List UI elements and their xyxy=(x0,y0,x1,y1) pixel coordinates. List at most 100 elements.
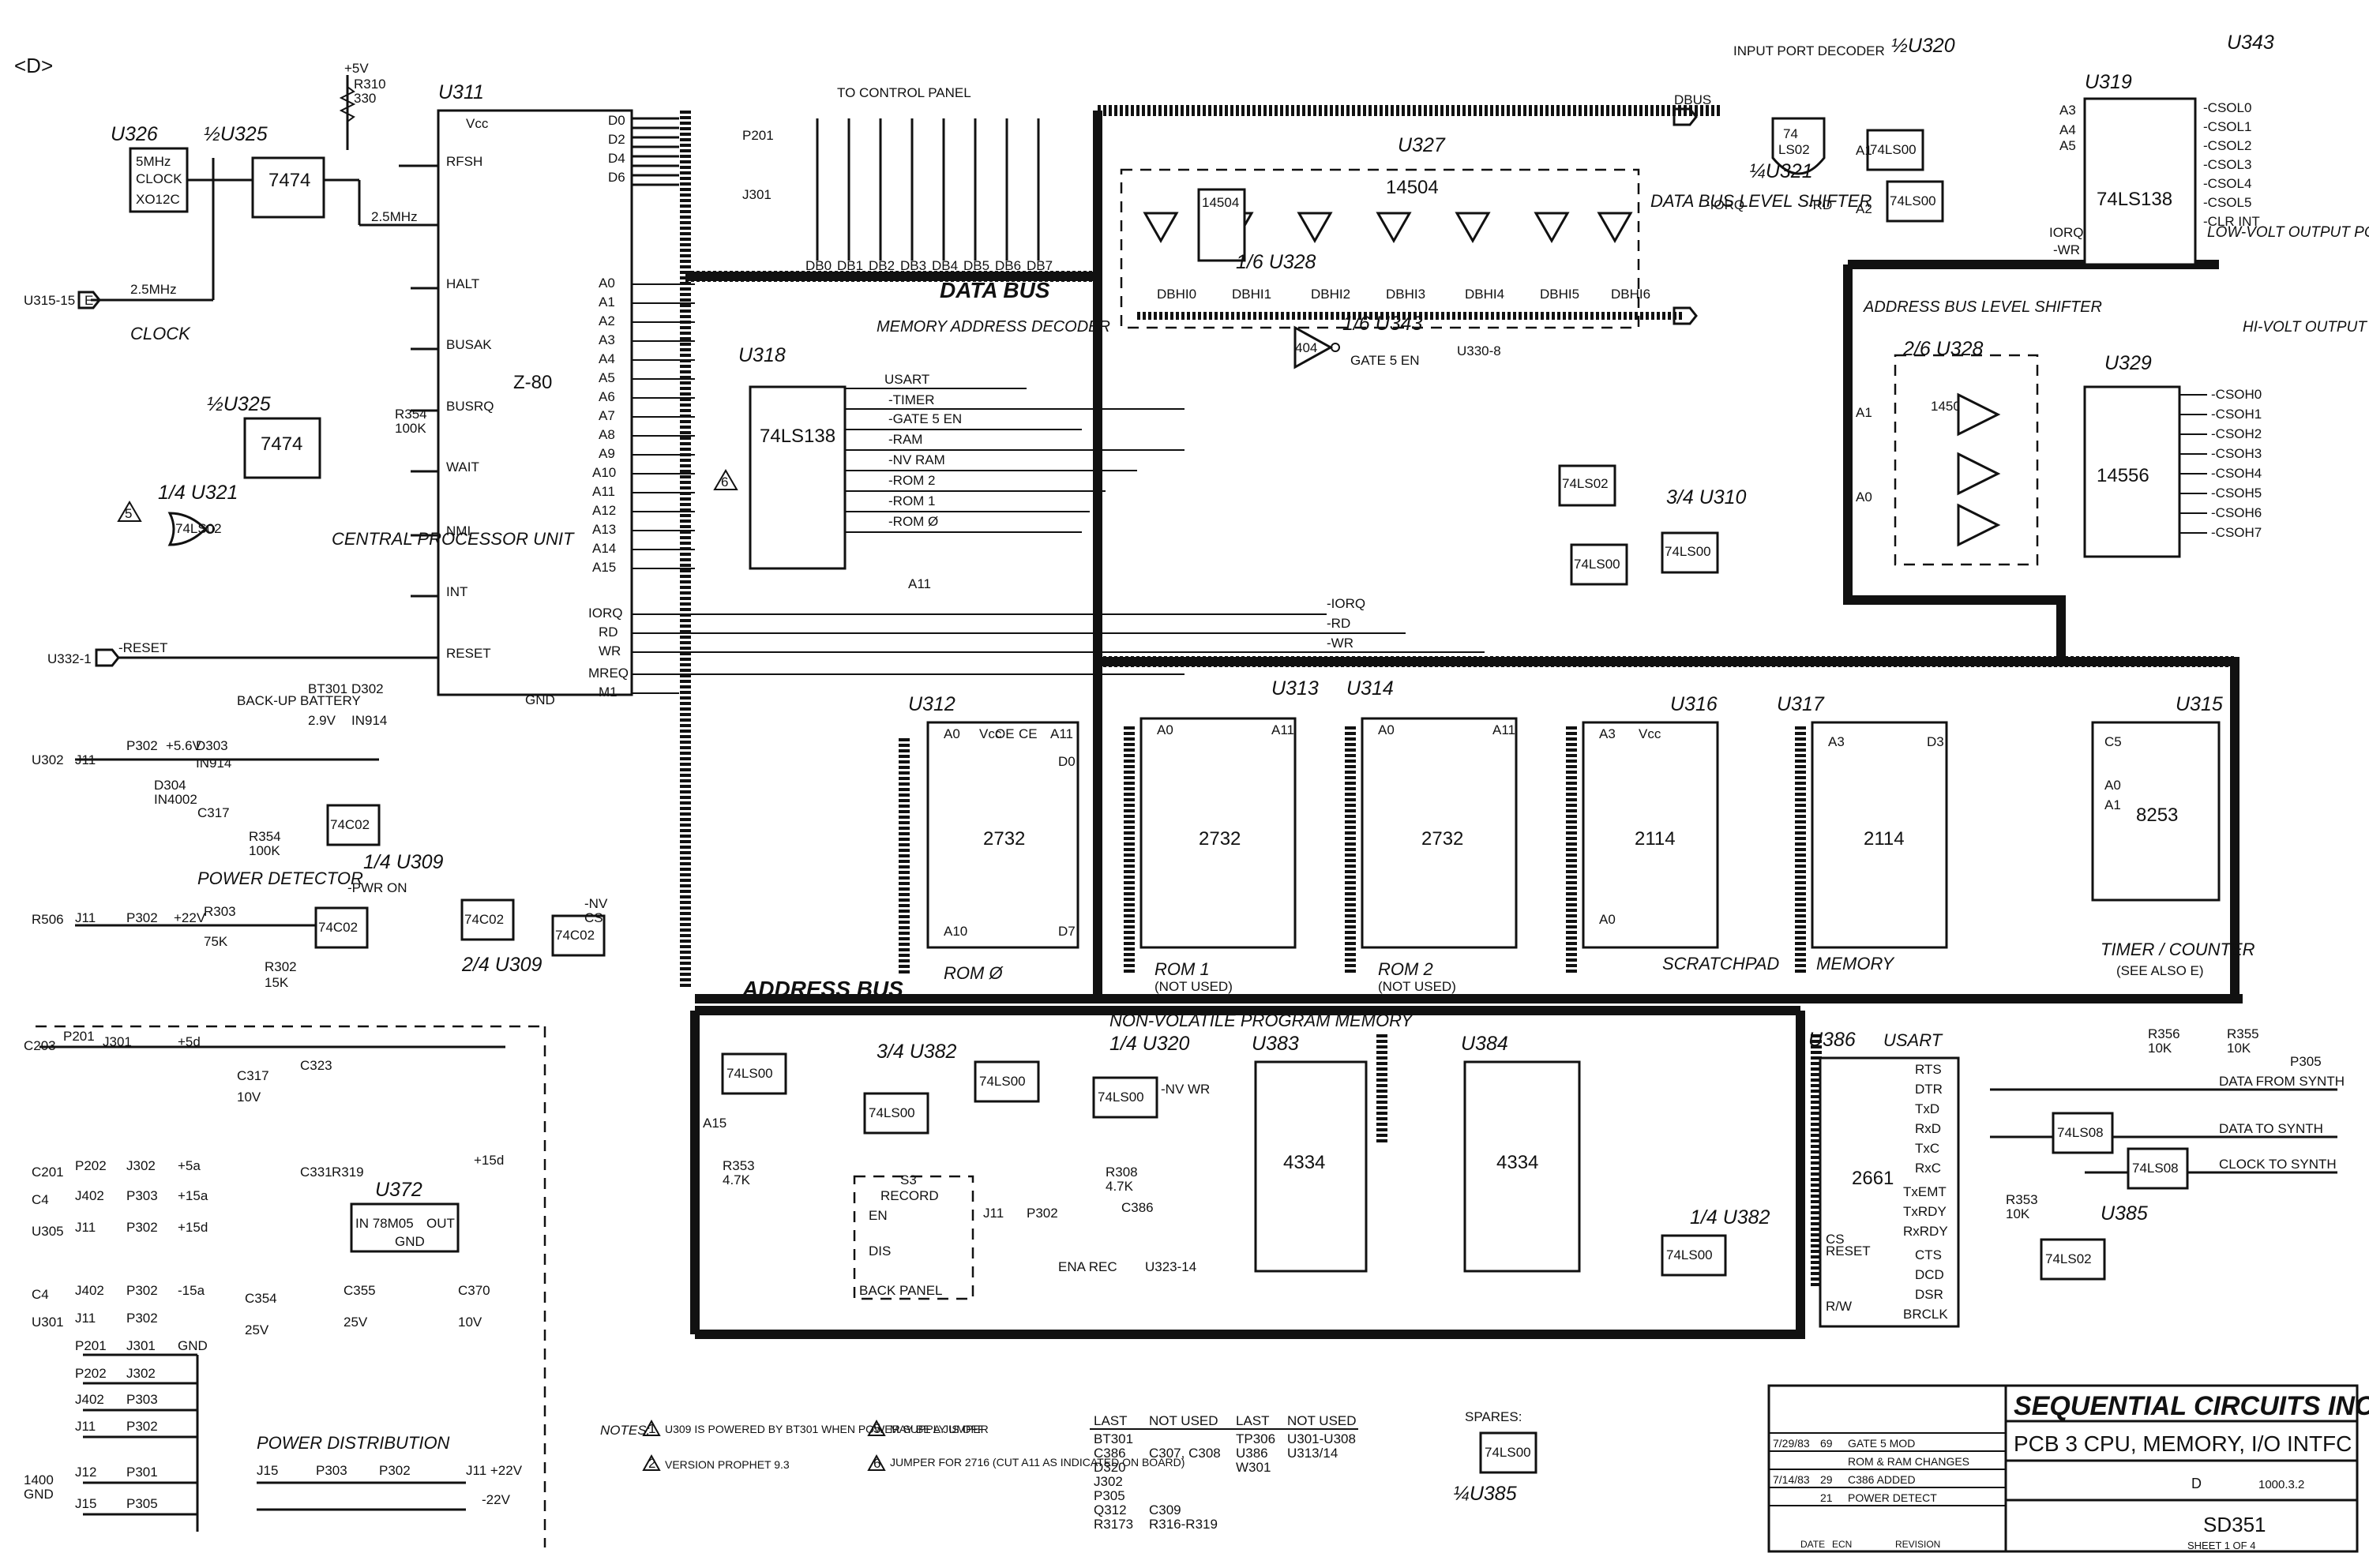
svg-text:4.7K: 4.7K xyxy=(723,1172,751,1187)
svg-text:U318: U318 xyxy=(738,344,786,366)
svg-text:U326: U326 xyxy=(111,123,158,145)
svg-text:CE: CE xyxy=(1019,726,1038,741)
svg-text:EN: EN xyxy=(869,1208,888,1223)
svg-text:-ROM 2: -ROM 2 xyxy=(888,473,936,488)
svg-text:R308: R308 xyxy=(1106,1165,1138,1180)
svg-text:A3: A3 xyxy=(1599,726,1616,741)
svg-text:ECN: ECN xyxy=(1832,1539,1852,1550)
svg-text:U330-8: U330-8 xyxy=(1457,343,1501,358)
svg-text:U372: U372 xyxy=(375,1179,422,1201)
svg-text:-RD: -RD xyxy=(1808,197,1832,212)
low-volt-label: LOW-VOLT OUTPUT PORT DECODER xyxy=(2207,224,2369,241)
svg-text:-NV: -NV xyxy=(584,896,608,911)
svg-text:A3: A3 xyxy=(599,332,615,347)
svg-text:1/4 U320: 1/4 U320 xyxy=(1109,1033,1190,1055)
flipflop-1 xyxy=(251,156,325,219)
input-port-decoder: INPUT PORT DECODER 74 LS02 ¼U321 -IORQ -… xyxy=(1706,32,2369,266)
svg-text:ROM & RAM CHANGES: ROM & RAM CHANGES xyxy=(1848,1455,1969,1468)
svg-text:A9: A9 xyxy=(599,446,615,461)
svg-text:1: 1 xyxy=(648,1421,655,1436)
svg-text:7474: 7474 xyxy=(268,170,310,191)
svg-text:RESET: RESET xyxy=(446,646,491,661)
svg-text:A0: A0 xyxy=(2104,778,2121,793)
svg-text:(SEE ALSO E): (SEE ALSO E) xyxy=(2116,963,2204,978)
svg-text:USART: USART xyxy=(1883,1030,1943,1050)
svg-text:-PWR ON: -PWR ON xyxy=(347,880,407,895)
svg-text:TxD: TxD xyxy=(1915,1101,1939,1116)
clock-label: CLOCK xyxy=(130,324,191,343)
svg-text:P201: P201 xyxy=(75,1338,107,1353)
svg-text:-RD: -RD xyxy=(1327,616,1350,631)
mem-decoder-label: MEMORY ADDRESS DECODER xyxy=(877,318,1110,336)
svg-text:A0: A0 xyxy=(1856,490,1872,505)
svg-text:IN914: IN914 xyxy=(351,713,387,728)
svg-text:DB1: DB1 xyxy=(837,258,863,273)
svg-text:DBHI3: DBHI3 xyxy=(1386,287,1425,302)
svg-text:14504: 14504 xyxy=(1386,177,1439,198)
svg-text:2732: 2732 xyxy=(1199,828,1241,850)
svg-text:DSR: DSR xyxy=(1915,1287,1943,1302)
svg-text:1/4 U382: 1/4 U382 xyxy=(1690,1206,1770,1229)
svg-text:USART: USART xyxy=(884,372,929,387)
doc-number: SD351 xyxy=(2203,1513,2266,1536)
u321-label: 1/4 U321 xyxy=(158,482,238,504)
svg-text:INT: INT xyxy=(446,584,467,599)
svg-text:A12: A12 xyxy=(592,503,616,518)
svg-text:74LS00: 74LS00 xyxy=(1870,142,1917,157)
svg-text:TP306: TP306 xyxy=(1236,1431,1275,1446)
svg-text:-15a: -15a xyxy=(178,1283,205,1298)
svg-text:DCD: DCD xyxy=(1915,1267,1944,1282)
svg-text:DB5: DB5 xyxy=(963,258,989,273)
svg-text:-CLR INT: -CLR INT xyxy=(2203,214,2260,229)
svg-text:NOT USED: NOT USED xyxy=(1149,1413,1218,1428)
svg-text:+15d: +15d xyxy=(474,1153,504,1168)
svg-text:U313/14: U313/14 xyxy=(1287,1446,1338,1461)
svg-text:A5: A5 xyxy=(599,370,615,385)
svg-text:SCRATCHPAD: SCRATCHPAD xyxy=(1662,954,1779,973)
svg-text:J402: J402 xyxy=(75,1188,104,1203)
svg-text:330: 330 xyxy=(354,91,376,106)
svg-text:2.9V: 2.9V xyxy=(308,713,336,728)
svg-text:R354: R354 xyxy=(249,829,281,844)
svg-text:DB4: DB4 xyxy=(932,258,958,273)
svg-text:J302: J302 xyxy=(1094,1474,1123,1489)
svg-text:D0: D0 xyxy=(608,113,625,128)
svg-text:CLOCK TO SYNTH: CLOCK TO SYNTH xyxy=(2219,1157,2337,1172)
svg-text:R303: R303 xyxy=(204,904,236,919)
svg-text:P302: P302 xyxy=(126,1283,158,1298)
corner-mark: <D> xyxy=(14,54,53,77)
svg-text:3/4 U382: 3/4 U382 xyxy=(877,1041,957,1063)
flipflop-2 xyxy=(243,417,321,479)
svg-text:A7: A7 xyxy=(599,408,615,423)
svg-text:C309: C309 xyxy=(1149,1502,1181,1517)
svg-text:74LS00: 74LS00 xyxy=(1485,1445,1531,1460)
svg-text:D302: D302 xyxy=(351,681,384,696)
cpu-label: CENTRAL PROCESSOR UNIT xyxy=(332,529,575,549)
svg-text:U315: U315 xyxy=(2176,693,2223,715)
svg-text:-CSOL0: -CSOL0 xyxy=(2203,100,2251,115)
svg-text:NMI: NMI xyxy=(446,523,471,538)
svg-text:A3: A3 xyxy=(2059,103,2076,118)
svg-text:C4: C4 xyxy=(32,1287,49,1302)
svg-text:D0: D0 xyxy=(1058,754,1076,769)
svg-text:U384: U384 xyxy=(1461,1033,1508,1055)
svg-text:A11: A11 xyxy=(908,576,931,591)
z80-cpu: Z-80 U311 Vcc GND RFSH HALT BUSAK BUSRQ … xyxy=(47,81,1485,707)
z80-type: Z-80 xyxy=(513,372,552,393)
svg-text:74LS00: 74LS00 xyxy=(1666,1247,1713,1262)
svg-text:1/4 U309: 1/4 U309 xyxy=(363,851,444,873)
svg-text:U386: U386 xyxy=(1236,1446,1268,1461)
svg-text:D304: D304 xyxy=(154,778,186,793)
svg-text:GND: GND xyxy=(395,1234,425,1249)
svg-text:GND: GND xyxy=(525,692,555,707)
svg-text:LS02: LS02 xyxy=(1778,142,1810,157)
last-used-table: LAST NOT USED LAST NOT USED BT301 TP306 … xyxy=(1090,1413,1358,1532)
gate-5-logic: 404 1/6 U343 GATE 5 EN U330-8 74LS02 74L… xyxy=(1293,313,1747,586)
svg-text:J11: J11 xyxy=(983,1206,1004,1221)
svg-text:U329: U329 xyxy=(2104,352,2152,374)
svg-text:RxRDY: RxRDY xyxy=(1903,1224,1948,1239)
svg-text:RECORD: RECORD xyxy=(880,1188,939,1203)
svg-text:A6: A6 xyxy=(599,389,615,404)
svg-text:-RESET: -RESET xyxy=(118,640,167,655)
svg-text:(NOT USED): (NOT USED) xyxy=(1378,979,1456,994)
